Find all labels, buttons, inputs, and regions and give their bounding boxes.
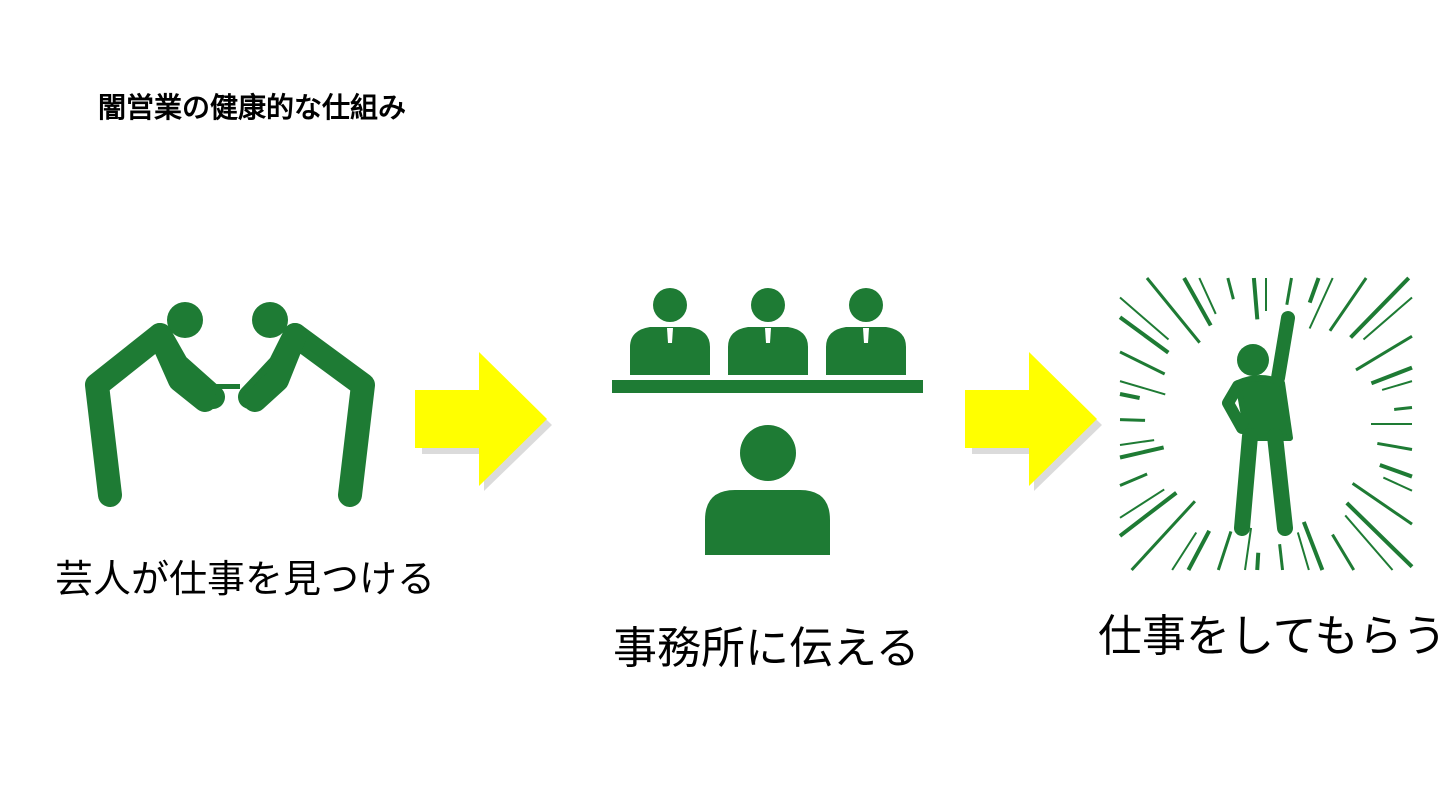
burst-ray bbox=[1345, 501, 1414, 569]
burst-ray bbox=[1344, 514, 1394, 571]
burst-ray bbox=[1119, 488, 1165, 519]
burst-ray bbox=[1119, 439, 1155, 446]
panel-member-icon bbox=[630, 288, 710, 375]
bowing-handshake-icon bbox=[85, 302, 375, 507]
burst-ray bbox=[1119, 445, 1165, 460]
burst-ray bbox=[1307, 277, 1321, 304]
burst-ray bbox=[1226, 277, 1235, 300]
burst-ray bbox=[1349, 276, 1411, 339]
burst-ray bbox=[1216, 530, 1233, 571]
burst-ray bbox=[1198, 277, 1217, 315]
burst-ray bbox=[1255, 552, 1261, 571]
burst-ray bbox=[1331, 533, 1356, 571]
burst-ray bbox=[1379, 463, 1413, 479]
burst-ray bbox=[1370, 365, 1413, 386]
burst-ray bbox=[1119, 380, 1166, 396]
burst-ray bbox=[1118, 491, 1178, 538]
burst-ray bbox=[1301, 521, 1325, 571]
burst-ray bbox=[1244, 527, 1253, 571]
burst-ray bbox=[1251, 277, 1260, 320]
burst-ray bbox=[1186, 529, 1211, 571]
step-label-find-job: 芸人が仕事を見つける bbox=[55, 557, 436, 601]
burst-ray bbox=[1130, 500, 1196, 572]
burst-ray bbox=[1377, 441, 1413, 451]
burst-ray bbox=[1382, 476, 1413, 492]
step-label-tell-agency: 事務所に伝える bbox=[613, 623, 920, 674]
burst-ray bbox=[1118, 315, 1170, 355]
interview-panel-icon bbox=[612, 288, 923, 555]
burst-ray bbox=[1296, 532, 1310, 571]
burst-ray bbox=[1119, 296, 1170, 341]
arrow-right-icon bbox=[965, 352, 1102, 491]
burst-ray bbox=[1145, 277, 1201, 344]
burst-ray bbox=[1119, 472, 1148, 487]
burst-ray bbox=[1362, 296, 1413, 341]
burst-ray bbox=[1278, 544, 1285, 571]
arrow-right-icon bbox=[415, 352, 552, 491]
burst-ray bbox=[1355, 334, 1413, 372]
panel-member-icon bbox=[826, 288, 906, 375]
burst-ray bbox=[1182, 277, 1213, 327]
burst-ray bbox=[1308, 277, 1334, 329]
slide-title: 闇営業の健康的な仕組み bbox=[98, 91, 407, 124]
burst-ray bbox=[1119, 392, 1141, 400]
burst-ray bbox=[1351, 482, 1413, 526]
cheering-person-icon bbox=[1118, 276, 1414, 572]
burst-ray bbox=[1394, 405, 1413, 411]
burst-ray bbox=[1328, 277, 1368, 332]
panel-member-icon bbox=[728, 288, 808, 375]
step-label-get-work: 仕事をしてもらう bbox=[1098, 611, 1440, 662]
burst-ray bbox=[1285, 277, 1293, 306]
burst-ray bbox=[1381, 380, 1413, 391]
burst-ray bbox=[1171, 531, 1198, 571]
burst-ray bbox=[1119, 418, 1146, 422]
burst-ray bbox=[1119, 350, 1166, 376]
